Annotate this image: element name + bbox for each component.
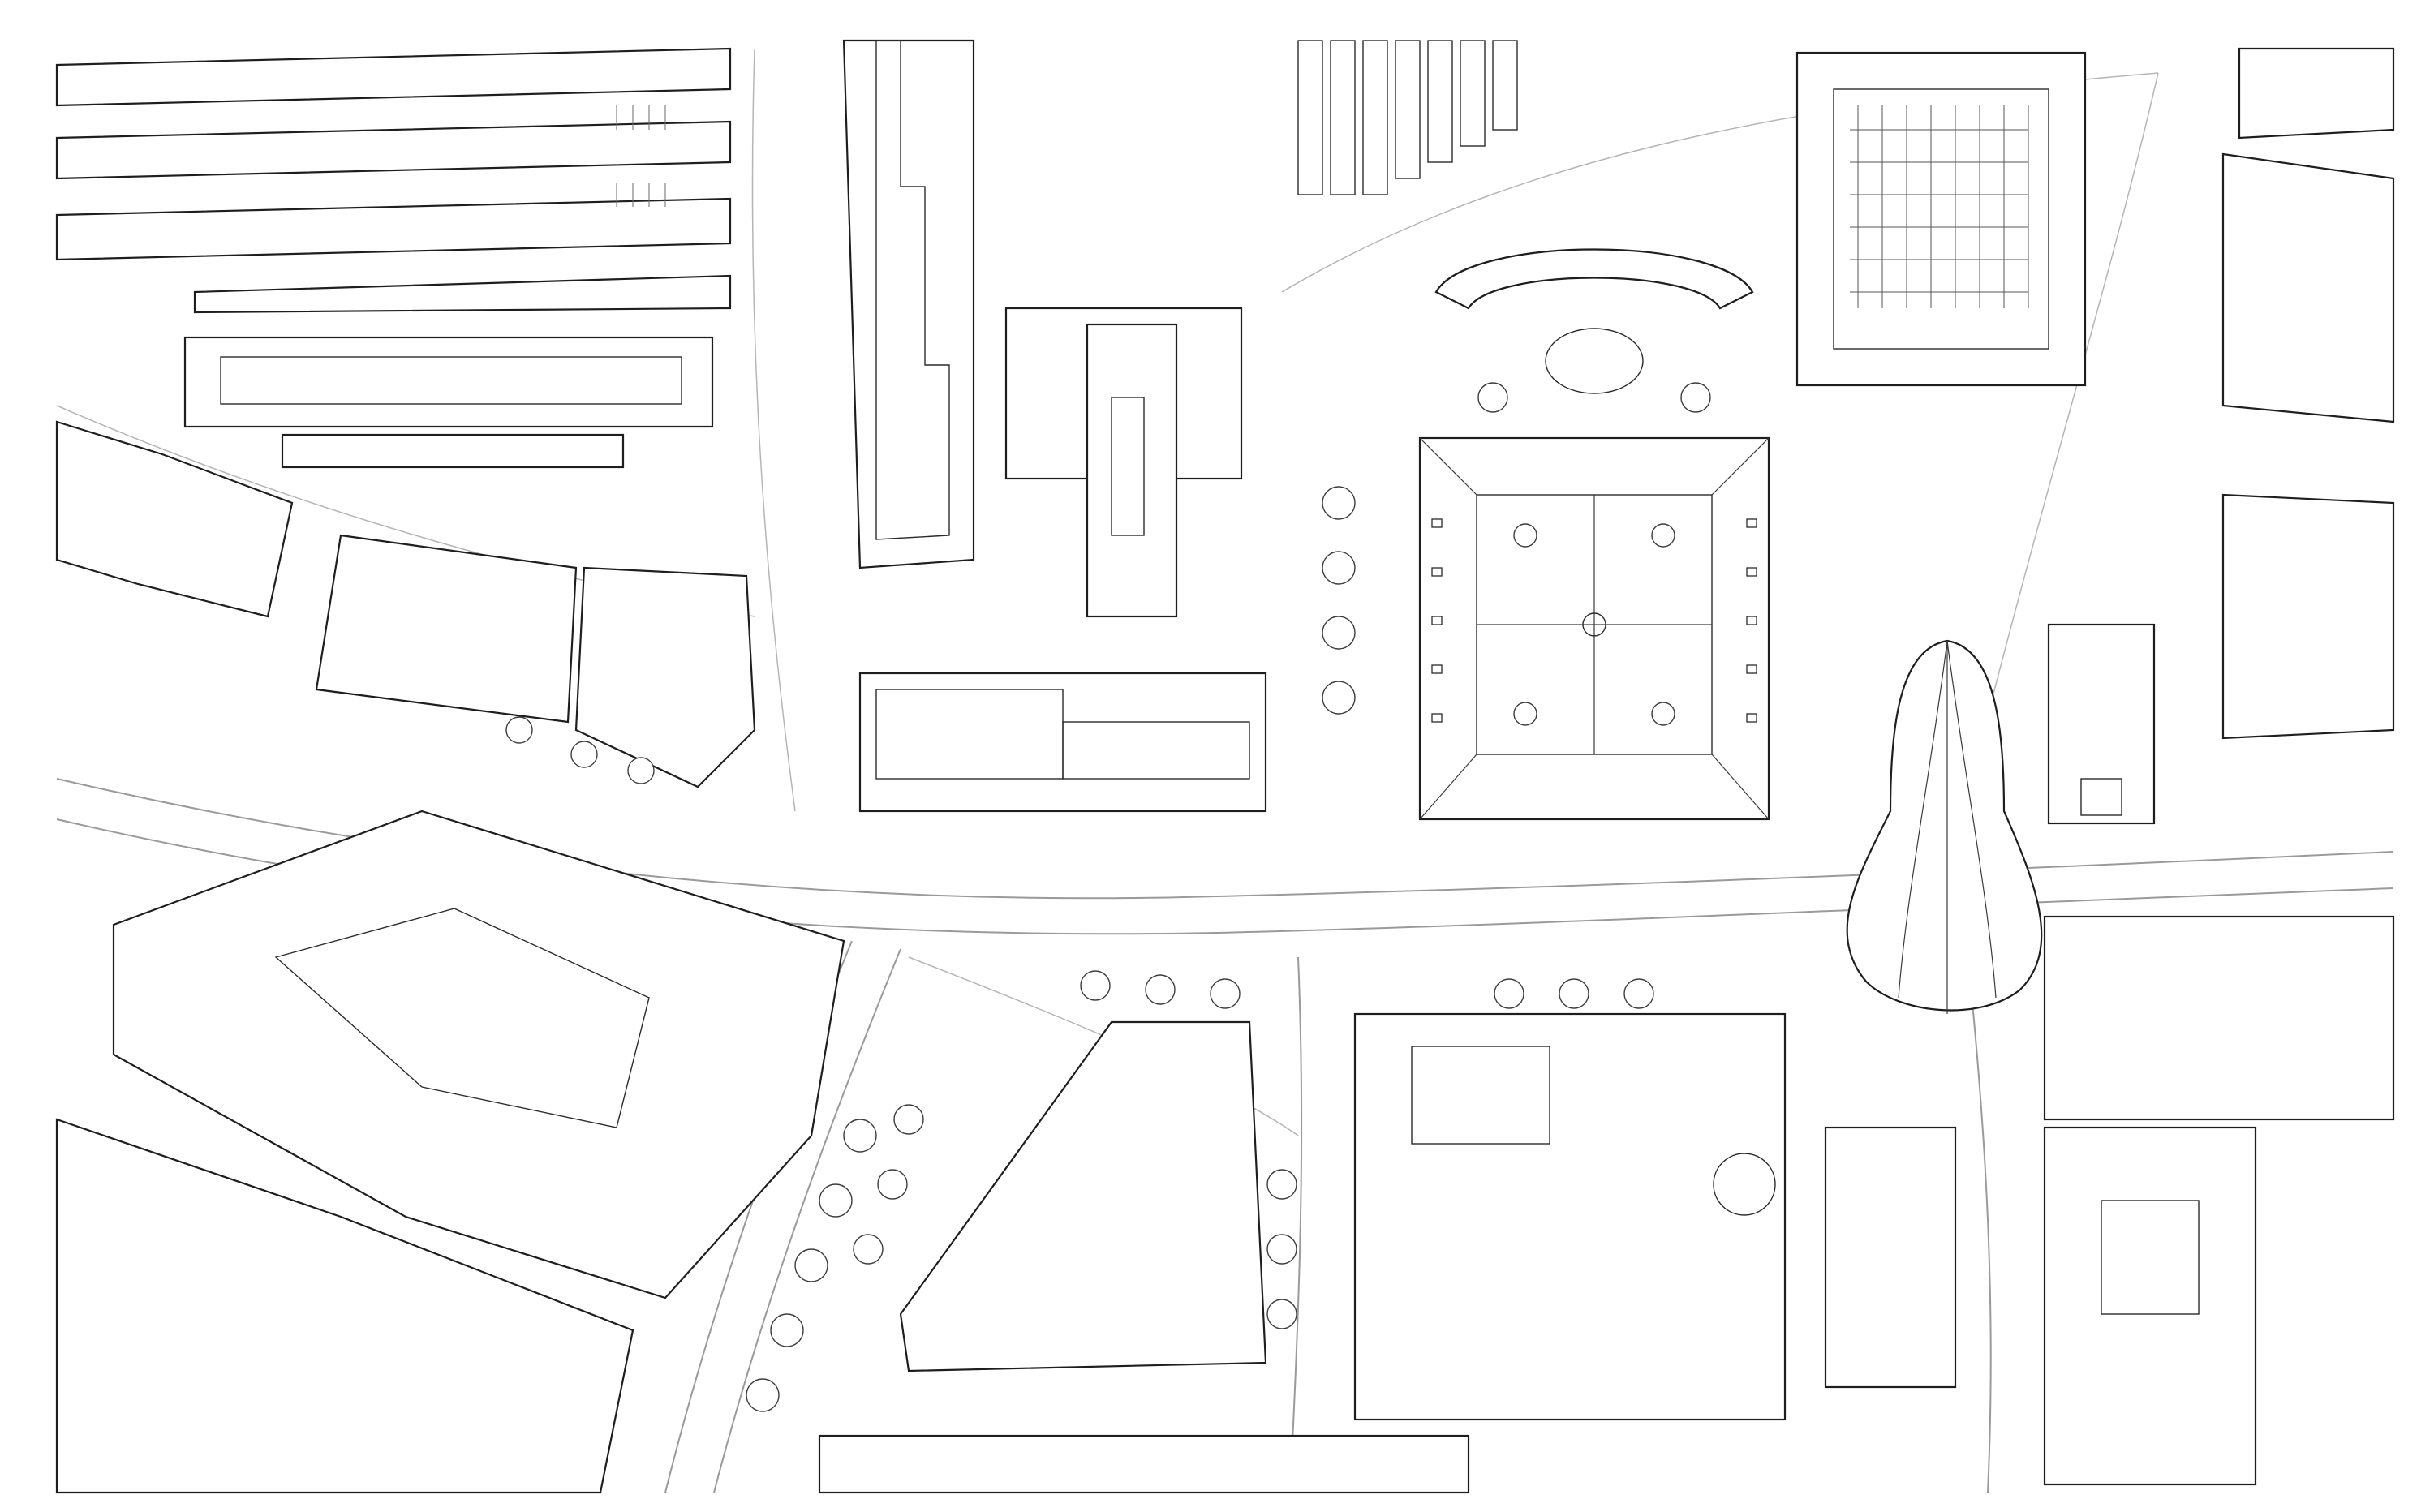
terrace-block-1 (315, 534, 578, 724)
south-row-houses (818, 1434, 1470, 1494)
ne-block-2 (2221, 493, 2395, 740)
south-west-terraces (55, 1118, 634, 1494)
triangular-block (899, 1020, 1267, 1372)
platform-3 (55, 197, 732, 261)
villa-west-1 (55, 420, 294, 618)
rail-platforms (55, 47, 732, 469)
platform-2 (55, 120, 732, 180)
palace-fountain (1582, 612, 1606, 637)
station-hall-roof (220, 356, 682, 405)
office-tower-core (1111, 397, 1145, 536)
school-block (1353, 1012, 1787, 1421)
covered-market[interactable] (1795, 51, 2087, 387)
crescent-forecourt (1545, 328, 1644, 394)
station-hall (183, 336, 714, 428)
diagonal-avenue-east (713, 948, 901, 1493)
west-residential (55, 420, 845, 1494)
south-east-courtyard-inner (2101, 1200, 2200, 1315)
cube-block (1824, 1126, 1957, 1389)
rotunda (1713, 1153, 1776, 1216)
market-outer[interactable] (1795, 51, 2087, 387)
trees (505, 382, 1711, 1412)
ne-block-3 (2238, 47, 2395, 140)
market-roof (1833, 88, 2049, 350)
platform-1 (55, 47, 732, 107)
south-east-courtyard (2043, 1126, 2257, 1486)
north-west-access-road (751, 48, 796, 812)
east-terrace-block (2043, 915, 2395, 1121)
domed-hall-outline[interactable] (1846, 639, 2043, 1012)
north-centre-blocks (842, 39, 1518, 813)
chapel-tower (2080, 778, 2122, 816)
north-east-residential (2221, 47, 2395, 740)
large-block-sw-court (274, 908, 650, 1128)
north-sawtooth-sheds (1297, 40, 1518, 195)
large-block-sw (112, 810, 845, 1299)
market-roof-grid (1850, 105, 2029, 308)
palace-windows (1431, 518, 1757, 723)
platform-hatching (616, 105, 666, 207)
gabled-house-1 (574, 566, 756, 788)
station-annex (281, 433, 625, 469)
courtyard-palace[interactable] (1418, 248, 1770, 821)
office-tower (1086, 323, 1178, 618)
long-slab-setback (875, 40, 950, 540)
central-south-blocks (818, 915, 2395, 1494)
school-block-court (1411, 1046, 1550, 1145)
loop-road-east (1963, 72, 2159, 812)
palace-crescent-wing (1434, 248, 1754, 310)
chapel-nave[interactable] (2047, 623, 2156, 825)
ne-block-1 (2221, 152, 2395, 423)
north-south-street (1289, 956, 1303, 1493)
museum-courtyard (1062, 721, 1250, 780)
domed-hall[interactable] (1846, 639, 2043, 1014)
east-chapel[interactable] (2047, 623, 2156, 825)
long-slab-building (842, 39, 975, 569)
platform-4 (193, 274, 732, 314)
